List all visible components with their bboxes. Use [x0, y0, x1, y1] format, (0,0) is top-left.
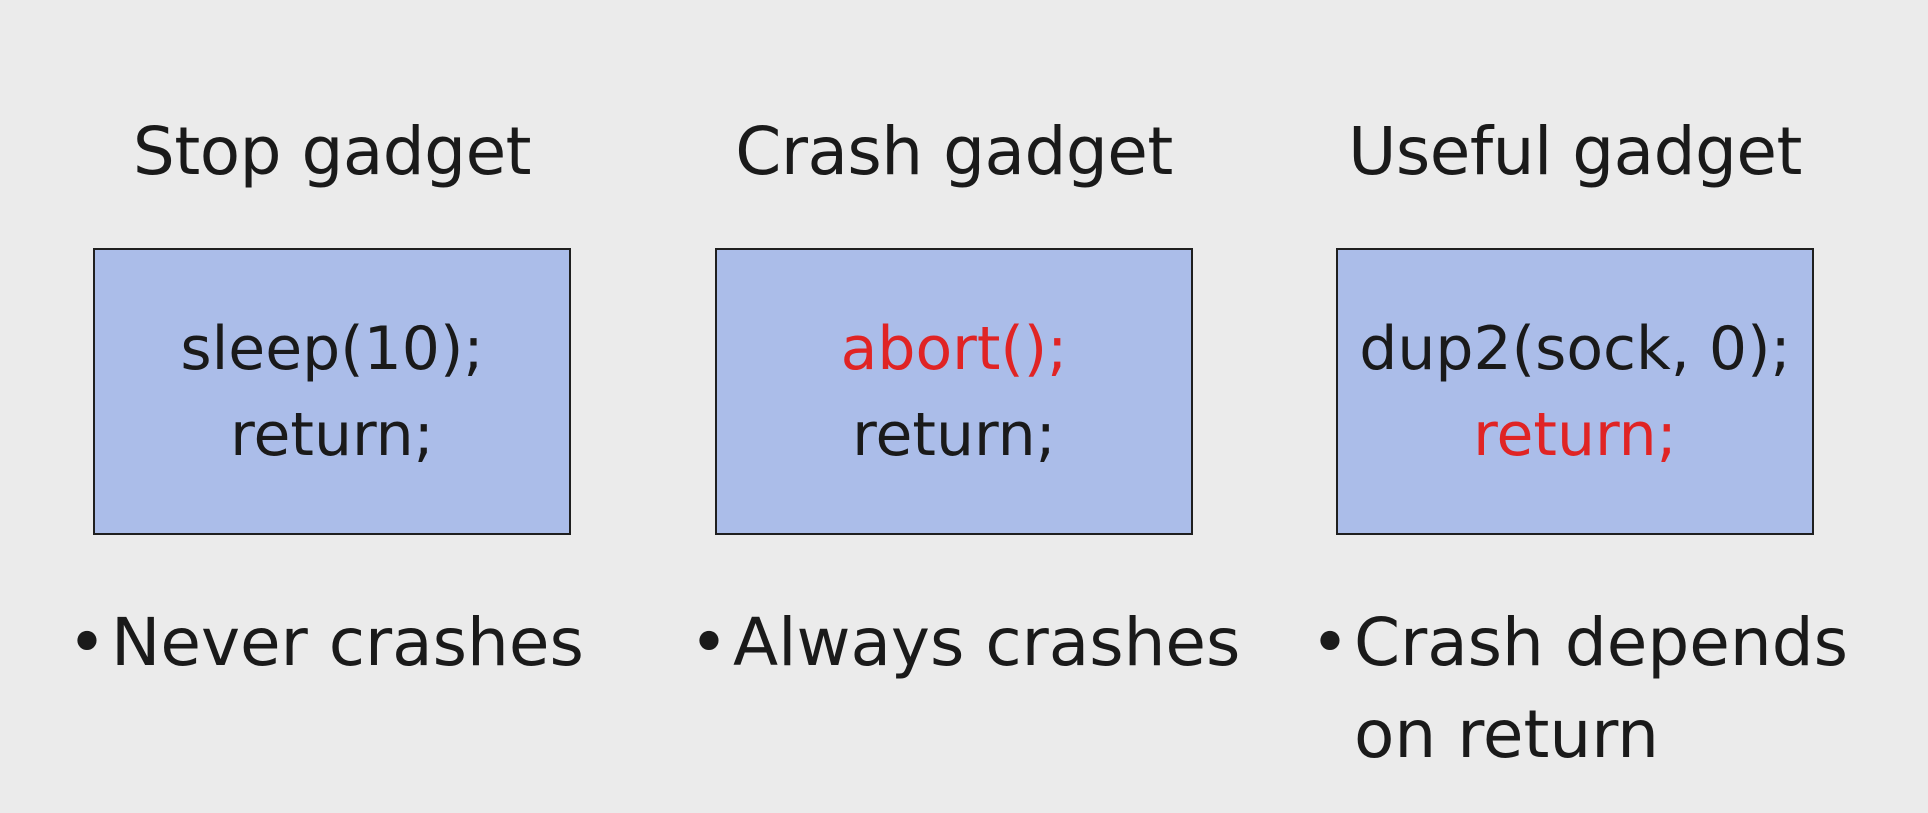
bullet-point-icon: •: [689, 604, 729, 681]
crash-gadget-code-line-2: return;: [852, 399, 1056, 470]
crash-gadget-code-box: abort(); return;: [715, 248, 1193, 535]
bullet-point-icon: •: [67, 604, 107, 681]
stop-gadget-code-line-2: return;: [230, 399, 434, 470]
useful-gadget-code-line-2: return;: [1473, 399, 1677, 470]
stop-gadget-bullet: • Never crashes: [63, 597, 623, 689]
useful-gadget-code-line-1: dup2(sock, 0);: [1359, 313, 1791, 384]
useful-gadget-code-box: dup2(sock, 0); return;: [1336, 248, 1814, 535]
crash-gadget-code-line-1: abort();: [840, 313, 1068, 384]
stop-gadget-code-line-1: sleep(10);: [180, 313, 484, 384]
useful-gadget-title: Useful gadget: [1348, 113, 1802, 190]
crash-gadget-bullet: • Always crashes: [685, 597, 1245, 689]
stop-gadget-column: Stop gadget sleep(10); return; • Never c…: [68, 0, 584, 813]
bullet-point-icon: •: [1310, 604, 1350, 681]
stop-gadget-code-box: sleep(10); return;: [93, 248, 571, 535]
crash-gadget-bullet-text: Always crashes: [733, 604, 1241, 681]
useful-gadget-column: Useful gadget dup2(sock, 0); return; • C…: [1311, 0, 1848, 813]
crash-gadget-column: Crash gadget abort(); return; • Always c…: [690, 0, 1241, 813]
useful-gadget-bullet-text: Crash depends on return: [1354, 604, 1848, 773]
useful-gadget-bullet: • Crash depends on return: [1306, 597, 1866, 781]
crash-gadget-title: Crash gadget: [735, 113, 1173, 190]
stop-gadget-title: Stop gadget: [132, 113, 532, 190]
stop-gadget-bullet-text: Never crashes: [111, 604, 584, 681]
